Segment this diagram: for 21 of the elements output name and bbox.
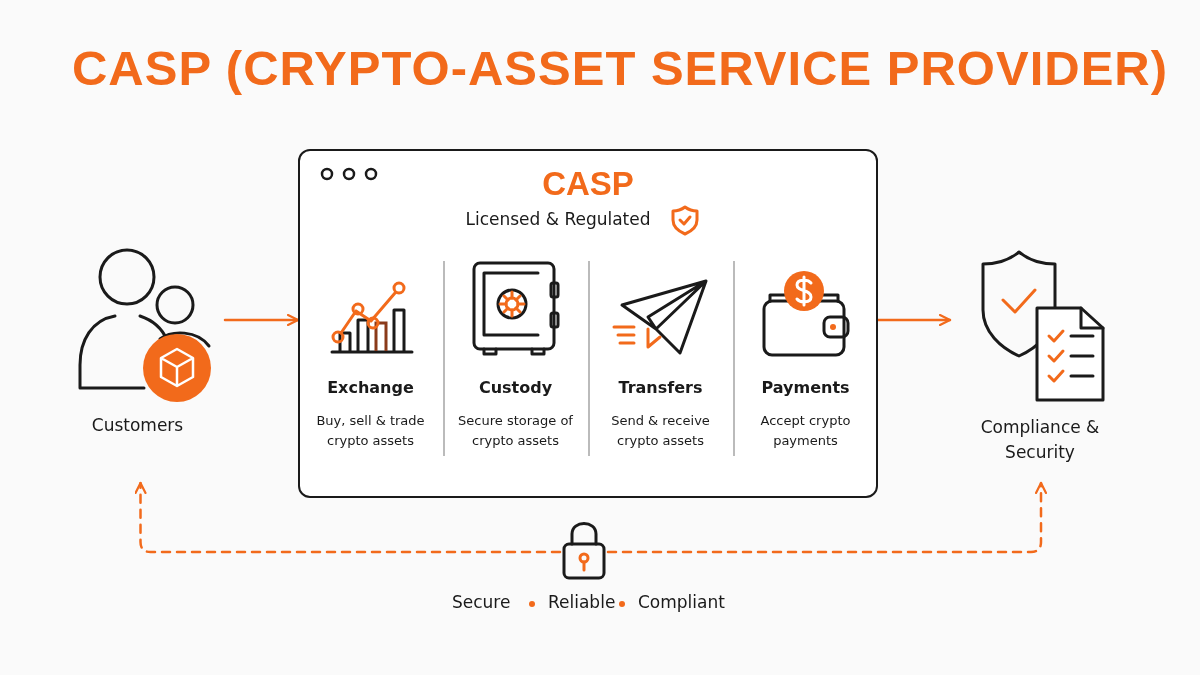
arrow xyxy=(223,313,300,327)
title: CASP (CRYPTO-ASSET SERVICE PROVIDER) xyxy=(70,40,1170,96)
service-title: Exchange xyxy=(326,377,415,397)
dashed-arrow xyxy=(606,481,1048,554)
service-description: Secure storage of crypto assets xyxy=(457,411,574,450)
tagline-word: Compliant xyxy=(638,592,725,612)
service-title: Transfers xyxy=(617,377,704,397)
arrow xyxy=(876,313,952,327)
panel-subtitle: Licensed & Regulated xyxy=(464,209,652,229)
panel-title: CASP xyxy=(541,165,635,203)
service-title: Payments xyxy=(760,377,851,397)
dashed-arrow xyxy=(134,481,562,554)
actor-label: Compliance & Security xyxy=(979,416,1101,464)
tagline-word: Reliable xyxy=(548,592,616,612)
service-description: Accept crypto payments xyxy=(759,411,852,450)
actor-label: Customers xyxy=(90,414,185,437)
window-panel xyxy=(298,149,878,498)
tagline-word: Secure xyxy=(452,592,511,612)
service-title: Custody xyxy=(477,377,554,397)
service-description: Send & receive crypto assets xyxy=(610,411,711,450)
service-description: Buy, sell & trade crypto assets xyxy=(315,411,426,450)
